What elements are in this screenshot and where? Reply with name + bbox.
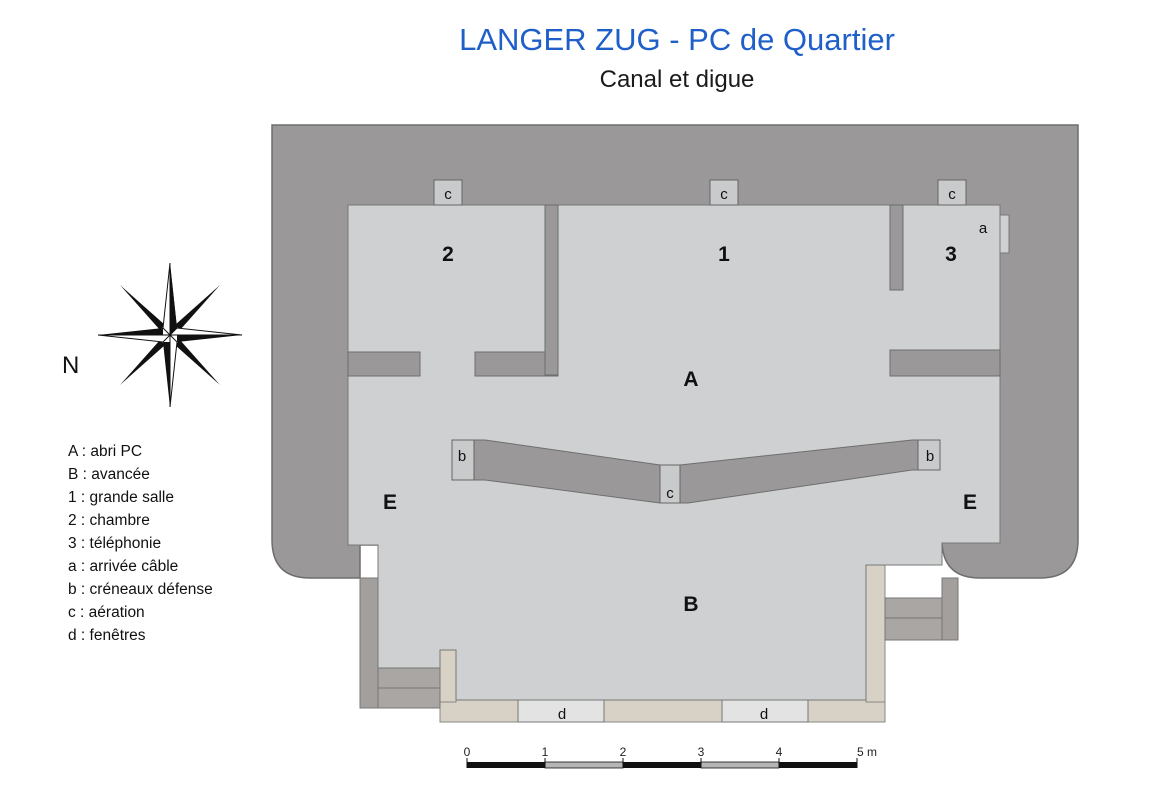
label-loophole-left: b — [458, 448, 466, 465]
annex-left-post — [439, 649, 457, 703]
scale-tick-3: 3 — [698, 745, 705, 759]
annex-step-right — [884, 597, 943, 641]
scale-tick-4: 4 — [776, 745, 783, 759]
label-vent-room1: c — [720, 186, 728, 203]
label-window-left: d — [558, 706, 566, 723]
loophole-right — [917, 439, 941, 471]
scale-tick-2: 2 — [620, 745, 627, 759]
vent-center — [659, 464, 681, 504]
legend-item: A : abri PC — [68, 443, 143, 460]
vent-room2 — [433, 179, 463, 206]
label-room-E-right: E — [963, 491, 977, 514]
scale-tick-0: 0 — [464, 745, 471, 759]
label-window-right: d — [760, 706, 768, 723]
annex-front-wall — [439, 699, 886, 723]
label-loophole-right: b — [926, 448, 934, 465]
legend-item: 3 : téléphonie — [68, 535, 162, 552]
plan-title: LANGER ZUG - PC de Quartier — [459, 22, 895, 57]
wall-room3-left — [889, 204, 904, 291]
label-vent-center: c — [666, 485, 674, 502]
wall-room2-bottom-right — [474, 351, 559, 377]
cable-entry-niche — [999, 214, 1010, 254]
wall-room2-right — [544, 204, 559, 376]
legend-item: b : créneaux défense — [68, 581, 213, 598]
label-room-A: A — [683, 368, 698, 391]
vent-room3 — [937, 179, 967, 206]
label-cable-entry: a — [979, 220, 988, 237]
label-room-1: 1 — [718, 243, 730, 266]
legend-item: B : avancée — [68, 466, 150, 483]
window-left — [517, 699, 605, 723]
legend: A : abri PC B : avancée 1 : grande salle… — [68, 440, 213, 647]
annex-wall-left — [359, 577, 379, 709]
label-room-B: B — [683, 593, 698, 616]
north-label: N — [62, 352, 80, 379]
vent-room1 — [709, 179, 739, 206]
scale-tick-1: 1 — [542, 745, 549, 759]
legend-item: a : arrivée câble — [68, 558, 179, 575]
compass-rose-icon — [97, 262, 243, 408]
annex-right-post — [865, 564, 886, 703]
scale-bar: 0 1 2 3 4 5 m — [464, 745, 877, 769]
plan-subtitle: Canal et digue — [599, 66, 755, 93]
legend-item: 1 : grande salle — [68, 489, 174, 506]
legend-item: d : fenêtres — [68, 627, 146, 644]
wall-room2-bottom-left — [347, 351, 421, 377]
legend-item: c : aération — [68, 604, 145, 621]
label-room-2: 2 — [442, 243, 454, 266]
window-right — [721, 699, 809, 723]
label-vent-room3: c — [948, 186, 956, 203]
wall-room3-bottom — [889, 349, 1001, 377]
label-room-E-left: E — [383, 491, 397, 514]
label-room-3: 3 — [945, 243, 957, 266]
scale-tick-5: 5 m — [857, 745, 877, 759]
legend-item: 2 : chambre — [68, 512, 150, 529]
annex-wall-right — [941, 577, 959, 641]
loophole-left — [451, 439, 475, 481]
label-vent-room2: c — [444, 186, 452, 203]
